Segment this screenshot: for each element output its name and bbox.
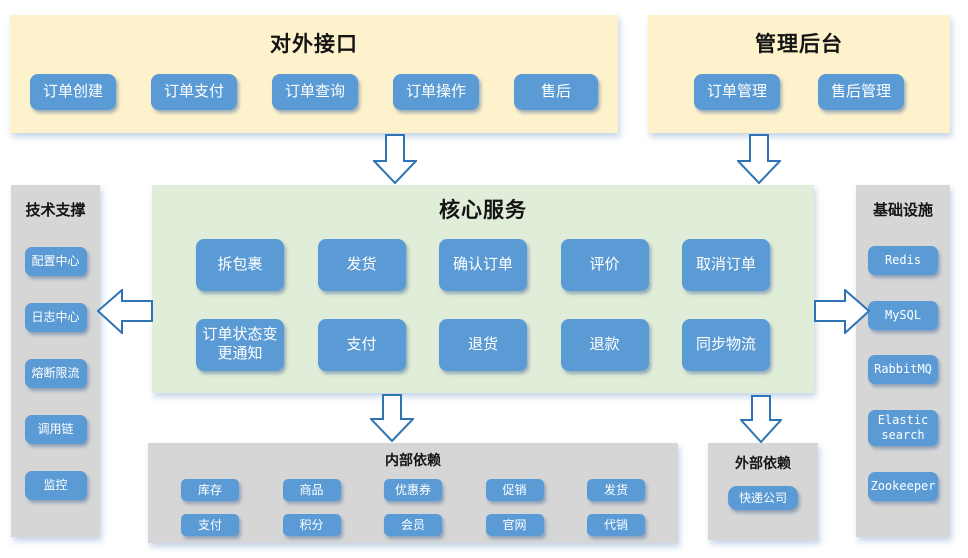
button-sync-logistics[interactable]: 同步物流 xyxy=(682,319,770,371)
button-redis[interactable]: Redis xyxy=(868,245,938,275)
button-rabbitmq[interactable]: RabbitMQ xyxy=(868,355,938,385)
button-ship[interactable]: 发货 xyxy=(317,239,406,291)
panel-external-deps: 外部依赖 快递公司 xyxy=(708,443,818,540)
arrow-down-icon xyxy=(737,134,781,184)
panel-core-services-title: 核心服务 xyxy=(439,199,527,222)
core-services-row-2: 订单状态变更通知 支付 退货 退款 同步物流 xyxy=(152,319,814,371)
button-elasticsearch[interactable]: Elastic search xyxy=(868,410,938,447)
button-unpack[interactable]: 拆包裹 xyxy=(196,239,284,291)
admin-buttons: 订单管理 售后管理 xyxy=(648,74,950,110)
button-promotion[interactable]: 促销 xyxy=(485,479,544,501)
core-services-row-1: 拆包裹 发货 确认订单 评价 取消订单 xyxy=(152,239,814,291)
button-cancel-order[interactable]: 取消订单 xyxy=(682,239,770,291)
button-after-sale-manage[interactable]: 售后管理 xyxy=(818,74,905,110)
arrow-down-icon xyxy=(370,394,414,442)
button-order-manage[interactable]: 订单管理 xyxy=(693,74,780,110)
panel-admin-title: 管理后台 xyxy=(755,33,843,56)
internal-deps-row-1: 库存 商品 优惠券 促销 发货 xyxy=(148,479,678,501)
arrow-left-icon xyxy=(97,289,153,334)
button-goods[interactable]: 商品 xyxy=(282,479,341,501)
button-order-operate[interactable]: 订单操作 xyxy=(393,74,480,110)
panel-external-api-title: 对外接口 xyxy=(270,33,358,56)
button-review[interactable]: 评价 xyxy=(560,239,649,291)
button-order-create[interactable]: 订单创建 xyxy=(30,74,117,110)
tech-support-buttons: 配置中心 日志中心 熔断限流 调用链 监控 xyxy=(11,220,100,537)
panel-admin: 管理后台 订单管理 售后管理 xyxy=(648,15,950,133)
panel-internal-deps: 内部依赖 库存 商品 优惠券 促销 发货 支付 积分 会员 官网 代销 xyxy=(148,443,678,543)
arrow-down-icon xyxy=(740,395,782,443)
button-order-status-notify[interactable]: 订单状态变更通知 xyxy=(196,319,284,371)
button-circuit-breaker[interactable]: 熔断限流 xyxy=(24,359,87,388)
button-website[interactable]: 官网 xyxy=(485,514,544,536)
arrow-right-icon xyxy=(814,289,870,334)
button-coupon[interactable]: 优惠券 xyxy=(384,479,442,501)
button-return-goods[interactable]: 退货 xyxy=(439,319,527,371)
panel-infrastructure: 基础设施 Redis MySQL RabbitMQ Elastic search… xyxy=(856,185,950,537)
button-shipping[interactable]: 发货 xyxy=(587,479,645,501)
button-monitor[interactable]: 监控 xyxy=(24,471,87,500)
button-member[interactable]: 会员 xyxy=(384,514,442,536)
button-express-company[interactable]: 快递公司 xyxy=(728,486,798,510)
button-mysql[interactable]: MySQL xyxy=(868,300,938,330)
arrow-down-icon xyxy=(373,134,417,184)
button-consign[interactable]: 代销 xyxy=(587,514,645,536)
button-log-center[interactable]: 日志中心 xyxy=(24,303,87,332)
button-pay[interactable]: 支付 xyxy=(317,319,406,371)
button-refund[interactable]: 退款 xyxy=(560,319,649,371)
button-points[interactable]: 积分 xyxy=(282,514,341,536)
panel-infrastructure-title: 基础设施 xyxy=(872,202,933,219)
button-config-center[interactable]: 配置中心 xyxy=(24,247,87,276)
panel-tech-support-title: 技术支撑 xyxy=(25,202,86,219)
button-payment[interactable]: 支付 xyxy=(181,514,239,536)
button-confirm-order[interactable]: 确认订单 xyxy=(439,239,527,291)
panel-internal-deps-title: 内部依赖 xyxy=(385,452,441,468)
panel-core-services: 核心服务 拆包裹 发货 确认订单 评价 取消订单 订单状态变更通知 支付 退货 … xyxy=(152,185,814,393)
button-call-chain[interactable]: 调用链 xyxy=(24,415,87,444)
button-order-query[interactable]: 订单查询 xyxy=(272,74,359,110)
panel-external-deps-title: 外部依赖 xyxy=(735,455,791,471)
button-inventory[interactable]: 库存 xyxy=(181,479,239,501)
button-after-sale[interactable]: 售后 xyxy=(514,74,598,110)
panel-external-api: 对外接口 订单创建 订单支付 订单查询 订单操作 售后 xyxy=(10,15,618,133)
external-deps-buttons: 快递公司 xyxy=(708,486,818,510)
button-order-pay[interactable]: 订单支付 xyxy=(151,74,238,110)
infrastructure-buttons: Redis MySQL RabbitMQ Elastic search Zook… xyxy=(856,220,950,537)
external-api-buttons: 订单创建 订单支付 订单查询 订单操作 售后 xyxy=(10,74,618,110)
panel-tech-support: 技术支撑 配置中心 日志中心 熔断限流 调用链 监控 xyxy=(11,185,100,537)
button-zookeeper[interactable]: Zookeeper xyxy=(868,472,938,502)
internal-deps-row-2: 支付 积分 会员 官网 代销 xyxy=(148,514,678,536)
